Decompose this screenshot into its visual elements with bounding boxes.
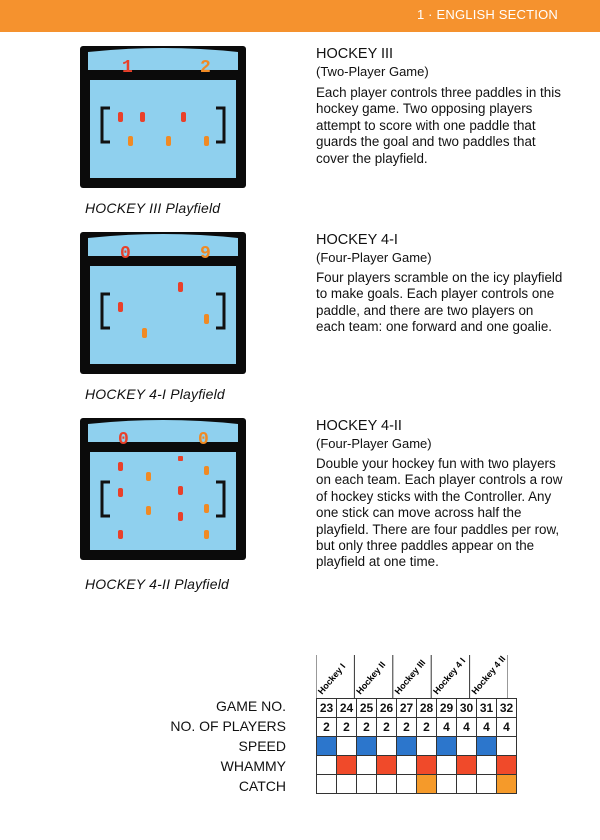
column-group-label: Hockey I (316, 661, 347, 696)
hockey-iii-description: Each player controls three paddles in th… (316, 85, 561, 166)
table-row (316, 736, 517, 756)
game-number-cell: 28 (416, 698, 437, 718)
hockey-4-i-caption: HOCKEY 4-I Playfield (85, 386, 225, 402)
whammy-cell (416, 755, 437, 775)
speed-cell (496, 736, 517, 756)
catch-cell (496, 774, 517, 794)
game-number-cell: 26 (376, 698, 397, 718)
game-number-cell: 25 (356, 698, 377, 718)
hockey-4-ii-caption: HOCKEY 4-II Playfield (85, 576, 229, 592)
catch-cell (356, 774, 377, 794)
players-cell: 2 (416, 717, 437, 737)
players-cell: 2 (316, 717, 337, 737)
score-right: 0 (198, 430, 209, 450)
game-number-cell: 27 (396, 698, 417, 718)
catch-cell (416, 774, 437, 794)
row-label-catch: CATCH (238, 778, 286, 794)
speed-cell (356, 736, 377, 756)
row-label-players: NO. OF PLAYERS (170, 718, 286, 734)
players-cell: 2 (376, 717, 397, 737)
score-left: 0 (120, 244, 131, 264)
score-right: 2 (200, 58, 211, 78)
whammy-cell (476, 755, 497, 775)
hockey-iii-title: HOCKEY III (316, 46, 394, 62)
catch-cell (316, 774, 337, 794)
row-label-game-no: GAME NO. (215, 698, 286, 714)
game-number-cell: 30 (456, 698, 477, 718)
hockey-iii-caption: HOCKEY III Playfield (85, 200, 221, 216)
whammy-cell (396, 755, 417, 775)
catch-cell (436, 774, 457, 794)
whammy-cell (456, 755, 477, 775)
column-group-label: Hockey 4 II (469, 655, 507, 696)
whammy-cell (336, 755, 357, 775)
hockey-4-ii-playfield-image: 0 0 (80, 418, 246, 560)
game-number-cell: 24 (336, 698, 357, 718)
table-row (316, 774, 517, 794)
game-number-cell: 31 (476, 698, 497, 718)
whammy-cell (436, 755, 457, 775)
players-cell: 4 (496, 717, 517, 737)
hockey-4-i-playfield-image: 0 9 (80, 232, 246, 374)
row-label-speed: SPEED (238, 738, 286, 754)
row-label-whammy: WHAMMY (220, 758, 286, 774)
section-header-bar (0, 0, 600, 32)
players-cell: 2 (356, 717, 377, 737)
game-number-cell: 23 (316, 698, 337, 718)
column-group-label: Hockey III (393, 658, 428, 697)
speed-cell (456, 736, 477, 756)
catch-cell (396, 774, 417, 794)
players-cell: 4 (436, 717, 457, 737)
catch-cell (456, 774, 477, 794)
speed-cell (476, 736, 497, 756)
players-cell: 4 (456, 717, 477, 737)
catch-cell (476, 774, 497, 794)
whammy-cell (316, 755, 337, 775)
hockey-4-ii-subtitle: (Four-Player Game) (316, 436, 432, 451)
column-group-label: Hockey 4 I (431, 656, 467, 697)
speed-cell (376, 736, 397, 756)
catch-cell (376, 774, 397, 794)
hockey-4-ii-description: Double your hockey fun with two players … (316, 456, 563, 570)
column-group-label: Hockey II (354, 660, 387, 697)
hockey-iii-subtitle: (Two-Player Game) (316, 64, 429, 79)
hockey-4-i-title: HOCKEY 4-I (316, 232, 398, 248)
table-row (316, 755, 517, 775)
score-left: 1 (122, 58, 133, 78)
whammy-cell (356, 755, 377, 775)
hockey-4-i-description: Four players scramble on the icy playfie… (316, 270, 563, 335)
catch-cell (336, 774, 357, 794)
speed-cell (396, 736, 417, 756)
players-cell: 2 (336, 717, 357, 737)
speed-cell (436, 736, 457, 756)
section-header-title: 1 · ENGLISH SECTION (416, 7, 558, 22)
whammy-cell (376, 755, 397, 775)
game-number-cell: 32 (496, 698, 517, 718)
score-right: 9 (200, 244, 211, 264)
hockey-4-i-subtitle: (Four-Player Game) (316, 250, 432, 265)
players-cell: 4 (476, 717, 497, 737)
score-left: 0 (118, 430, 129, 450)
players-cell: 2 (396, 717, 417, 737)
hockey-iii-playfield-image: 1 2 (80, 46, 246, 188)
whammy-cell (496, 755, 517, 775)
speed-cell (336, 736, 357, 756)
game-number-cell: 29 (436, 698, 457, 718)
speed-cell (416, 736, 437, 756)
speed-cell (316, 736, 337, 756)
hockey-4-ii-title: HOCKEY 4-II (316, 418, 402, 434)
